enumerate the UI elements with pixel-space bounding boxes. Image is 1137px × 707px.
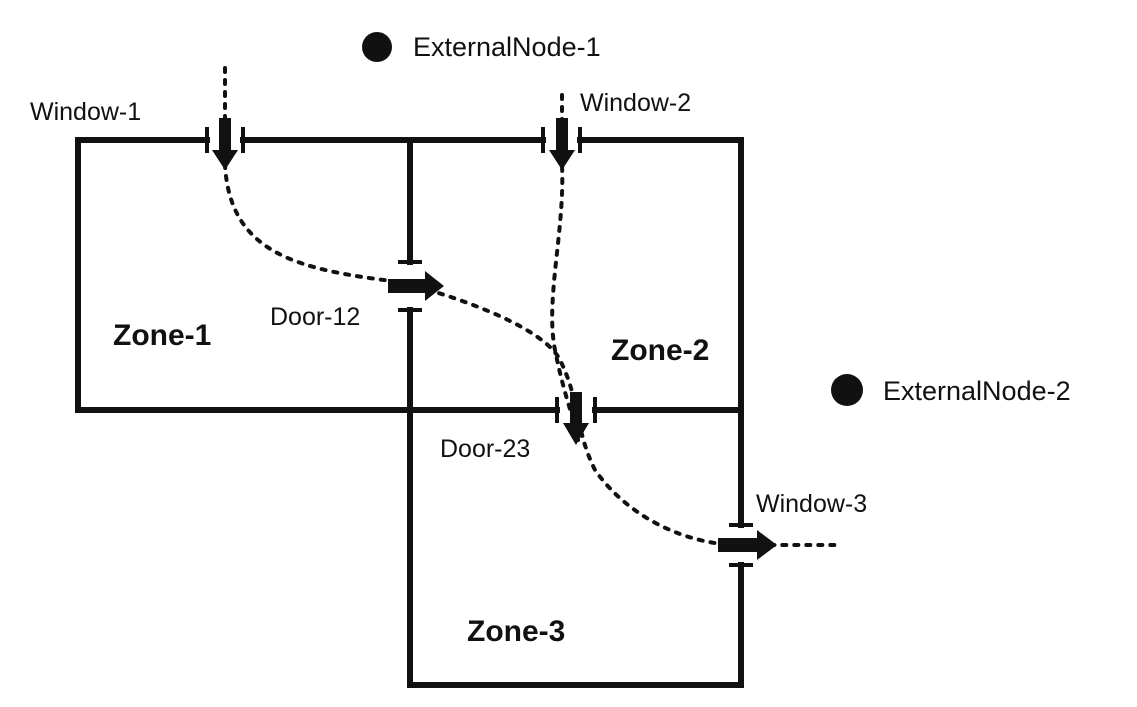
door-12-label: Door-12 bbox=[270, 303, 360, 331]
external-node-1-dot bbox=[362, 32, 392, 62]
external-nodes bbox=[362, 32, 863, 406]
zone-1-label: Zone-1 bbox=[113, 319, 211, 352]
zone-3-label: Zone-3 bbox=[467, 615, 565, 648]
window-2-flow-arrow bbox=[549, 118, 575, 170]
window-3-label: Window-3 bbox=[756, 490, 867, 518]
window-3-flow-arrow bbox=[718, 530, 777, 560]
window-1-flow-arrow bbox=[212, 118, 238, 170]
external-node-2-dot bbox=[831, 374, 863, 406]
external-node-1-label: ExternalNode-1 bbox=[413, 32, 601, 62]
zone-2-label: Zone-2 bbox=[611, 334, 709, 367]
window-1-label: Window-1 bbox=[30, 98, 141, 126]
labels: ExternalNode-1 ExternalNode-2 Window-1 W… bbox=[30, 32, 1071, 648]
door-12-flow-arrow bbox=[388, 271, 444, 301]
airflow-path-1 bbox=[223, 66, 842, 547]
door-23-label: Door-23 bbox=[440, 435, 530, 463]
window-2-label: Window-2 bbox=[580, 89, 691, 117]
door-23-flow-arrow bbox=[563, 392, 589, 445]
flow-arrows bbox=[212, 118, 777, 560]
external-node-2-label: ExternalNode-2 bbox=[883, 376, 1071, 406]
opening-caps bbox=[205, 127, 753, 567]
walls bbox=[75, 137, 744, 688]
